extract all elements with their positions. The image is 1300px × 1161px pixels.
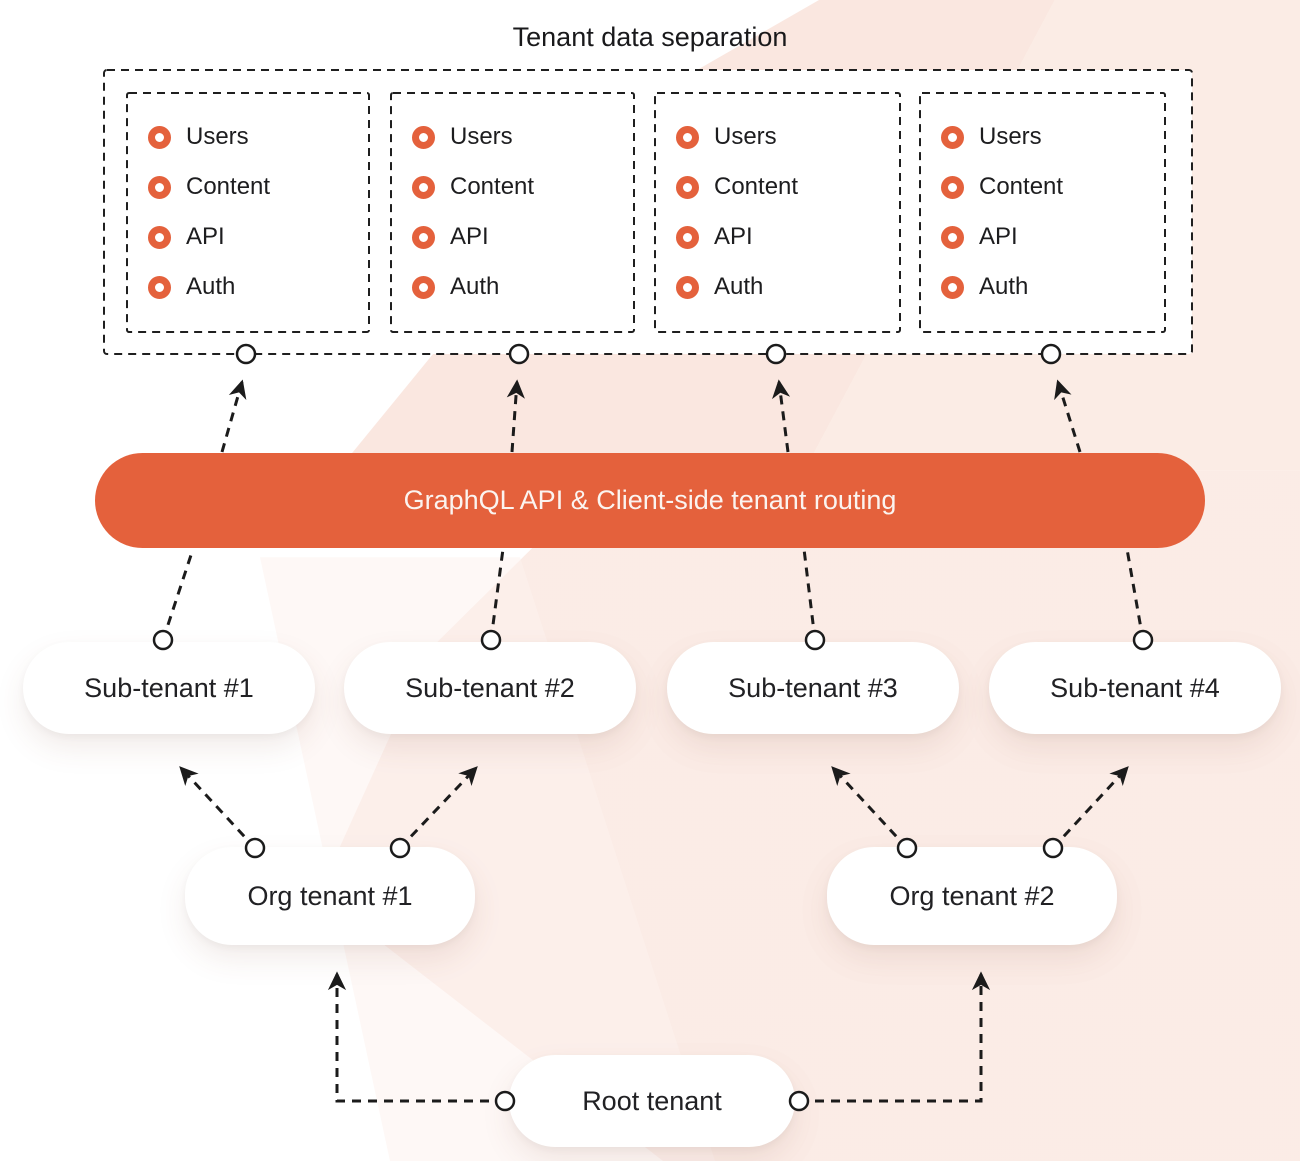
bullet-icon	[148, 225, 171, 249]
bullet-icon	[676, 225, 699, 249]
item-label: Content	[186, 173, 271, 200]
bullet-icon	[941, 125, 964, 149]
bullet-icon	[941, 175, 964, 199]
list-item: Auth	[941, 269, 1165, 305]
list-item: Auth	[676, 269, 900, 305]
item-label: Users	[450, 123, 513, 150]
node-sub-tenant-2: Sub-tenant #2	[344, 642, 636, 734]
item-label: Content	[714, 173, 799, 200]
tenant-box-4: Users Content API Auth	[920, 93, 1165, 332]
bullet-icon	[941, 275, 964, 299]
bullet-icon	[412, 175, 435, 199]
list-item: API	[941, 219, 1165, 255]
node-org-tenant-2: Org tenant #2	[827, 847, 1117, 945]
node-label: Root tenant	[582, 1085, 722, 1116]
node-root-tenant: Root tenant	[509, 1055, 795, 1147]
item-label: Auth	[979, 273, 1029, 300]
node-label: Sub-tenant #3	[728, 672, 898, 703]
item-label: Users	[186, 123, 249, 150]
bullet-icon	[412, 275, 435, 299]
list-item: Auth	[412, 269, 634, 305]
list-item: Content	[676, 169, 900, 205]
item-label: API	[450, 223, 489, 250]
bullet-icon	[676, 125, 699, 149]
item-label: Auth	[714, 273, 764, 300]
list-item: Content	[412, 169, 634, 205]
node-org-tenant-1: Org tenant #1	[185, 847, 475, 945]
bullet-icon	[412, 125, 435, 149]
list-item: API	[148, 219, 369, 255]
list-item: API	[676, 219, 900, 255]
item-label: Auth	[450, 273, 500, 300]
list-item: Users	[148, 119, 369, 155]
node-label: Sub-tenant #1	[84, 672, 254, 703]
list-item: Content	[941, 169, 1165, 205]
node-label: Org tenant #1	[247, 880, 413, 911]
bullet-icon	[676, 175, 699, 199]
bullet-icon	[941, 225, 964, 249]
item-label: API	[714, 223, 753, 250]
diagram-title: Tenant data separation	[512, 22, 788, 52]
routing-bar: GraphQL API & Client-side tenant routing	[95, 453, 1205, 548]
list-item: Content	[148, 169, 369, 205]
item-label: Users	[714, 123, 777, 150]
item-label: API	[979, 223, 1018, 250]
tenant-box-3: Users Content API Auth	[655, 93, 900, 332]
list-item: Users	[412, 119, 634, 155]
bullet-icon	[676, 275, 699, 299]
item-label: API	[186, 223, 225, 250]
routing-bar-label: GraphQL API & Client-side tenant routing	[403, 485, 897, 515]
bullet-icon	[148, 125, 171, 149]
node-sub-tenant-4: Sub-tenant #4	[989, 642, 1281, 734]
item-label: Content	[979, 173, 1064, 200]
tenant-box-2: Users Content API Auth	[391, 93, 634, 332]
bullet-icon	[148, 175, 171, 199]
bullet-icon	[412, 225, 435, 249]
item-label: Users	[979, 123, 1042, 150]
item-label: Auth	[186, 273, 236, 300]
node-sub-tenant-1: Sub-tenant #1	[23, 642, 315, 734]
list-item: API	[412, 219, 634, 255]
list-item: Auth	[148, 269, 369, 305]
node-sub-tenant-3: Sub-tenant #3	[667, 642, 959, 734]
node-label: Org tenant #2	[889, 880, 1055, 911]
node-label: Sub-tenant #4	[1050, 672, 1220, 703]
list-item: Users	[941, 119, 1165, 155]
node-label: Sub-tenant #2	[405, 672, 575, 703]
list-item: Users	[676, 119, 900, 155]
item-label: Content	[450, 173, 535, 200]
tenant-box-1: Users Content API Auth	[127, 93, 369, 332]
bullet-icon	[148, 275, 171, 299]
